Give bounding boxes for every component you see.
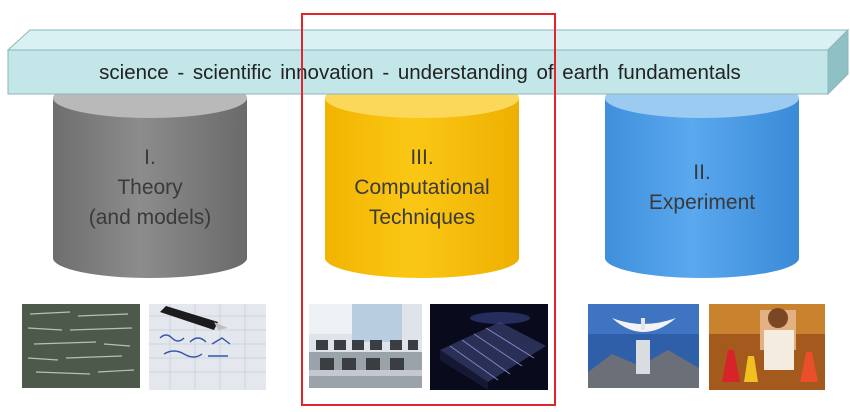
computer-lab-photo xyxy=(309,304,422,388)
science-banner-text: science - scientific innovation - unders… xyxy=(99,61,741,84)
chemistry-lab-photo xyxy=(709,304,825,390)
pillar-theory-label: I. Theory (and models) xyxy=(88,146,212,229)
supercomputer-photo xyxy=(430,304,548,390)
computational-highlight-box xyxy=(301,13,556,406)
pillar-computational-label: III. Computational Techniques xyxy=(354,146,490,229)
pillar-experiment-label: II. Experiment xyxy=(648,161,756,214)
radio-telescope-photo xyxy=(588,304,699,388)
chalkboard-formulas-photo xyxy=(22,304,140,388)
pen-writing-formulas-photo xyxy=(149,304,266,390)
